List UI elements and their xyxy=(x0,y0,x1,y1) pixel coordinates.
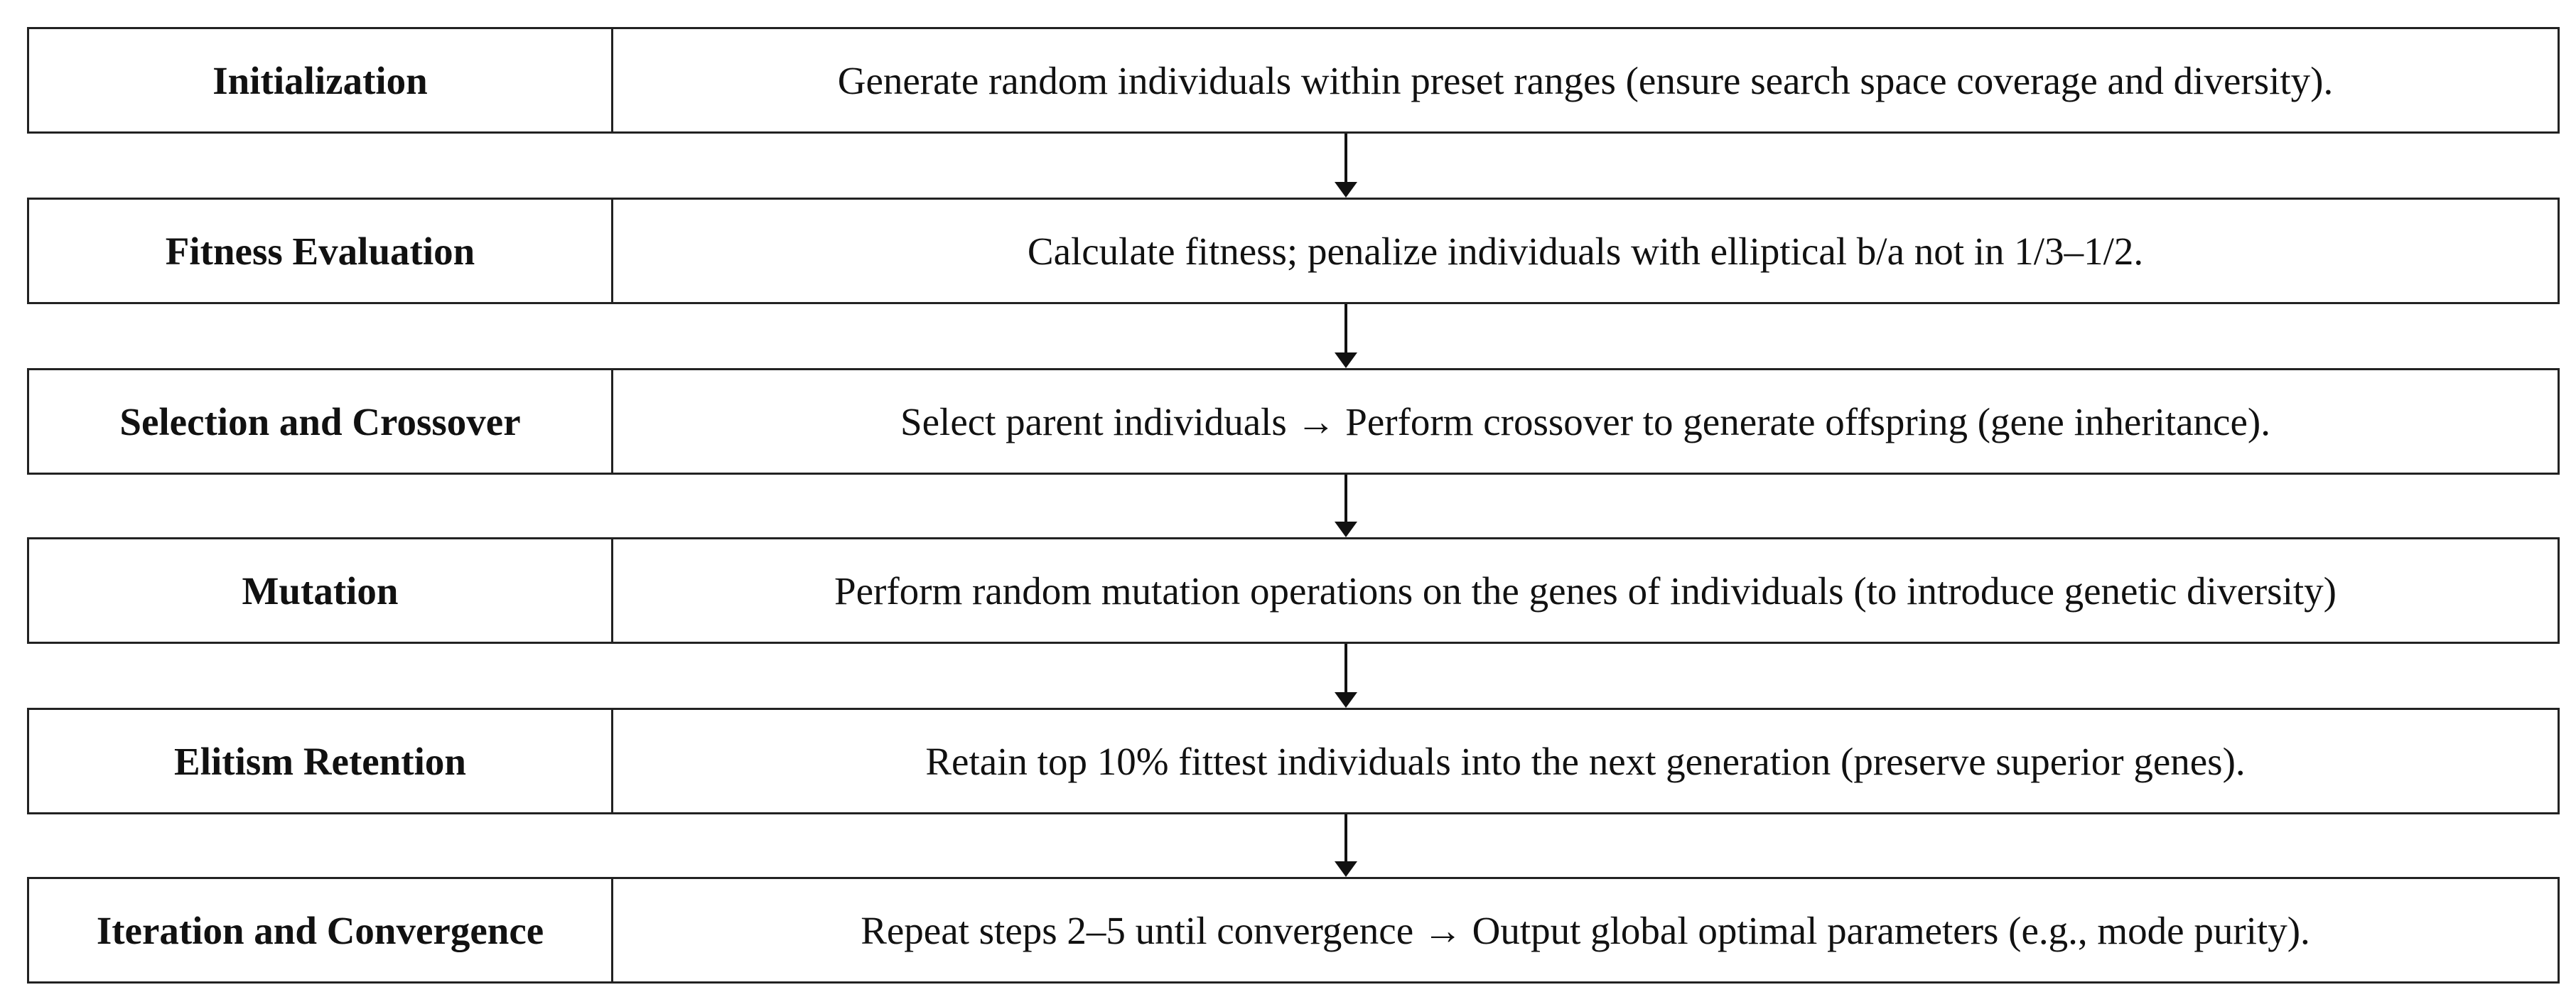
step-iteration-convergence: Iteration and Convergence Repeat steps 2… xyxy=(27,877,2560,984)
step-description: Perform random mutation operations on th… xyxy=(834,569,2337,613)
step-initialization: Initialization Generate random individua… xyxy=(27,27,2560,134)
step-description: Calculate fitness; penalize individuals … xyxy=(1027,229,2144,273)
step-label: Elitism Retention xyxy=(29,710,613,812)
step-description: Repeat steps 2–5 until convergence → Out… xyxy=(861,908,2310,952)
arrow-down xyxy=(1335,814,1357,877)
arrow-down xyxy=(1335,134,1357,198)
step-label: Selection and Crossover xyxy=(29,370,613,473)
step-label: Iteration and Convergence xyxy=(29,879,613,981)
step-elitism-retention: Elitism Retention Retain top 10% fittest… xyxy=(27,708,2560,814)
step-description: Retain top 10% fittest individuals into … xyxy=(925,739,2246,783)
arrow-down xyxy=(1335,644,1357,708)
step-selection-crossover: Selection and Crossover Select parent in… xyxy=(27,368,2560,475)
step-label: Fitness Evaluation xyxy=(29,200,613,302)
step-description: Select parent individuals → Perform cros… xyxy=(900,399,2270,443)
step-label: Mutation xyxy=(29,539,613,642)
step-fitness-evaluation: Fitness Evaluation Calculate fitness; pe… xyxy=(27,198,2560,304)
step-mutation: Mutation Perform random mutation operati… xyxy=(27,537,2560,644)
arrow-down xyxy=(1335,475,1357,537)
step-description: Generate random individuals within prese… xyxy=(837,58,2334,102)
step-label: Initialization xyxy=(29,29,613,131)
arrow-down xyxy=(1335,304,1357,368)
